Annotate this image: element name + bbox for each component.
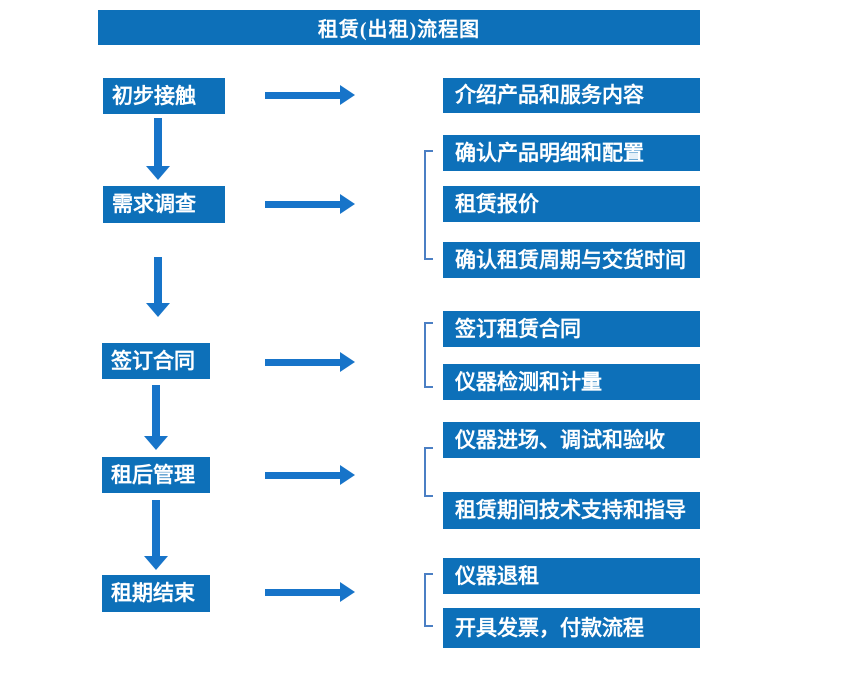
right-arrow-head <box>340 352 355 372</box>
left-bracket-icon <box>424 322 433 388</box>
left-bracket-icon <box>424 573 433 627</box>
output-box-sign-rental-contract: 签订租赁合同 <box>443 311 700 347</box>
stage-box-post-rental-management: 租后管理 <box>102 457 210 493</box>
down-arrow-head <box>146 166 170 180</box>
right-arrow-shaft <box>265 471 340 479</box>
stage-box-rental-period-end: 租期结束 <box>102 575 210 612</box>
down-arrow-shaft <box>152 385 160 436</box>
down-arrow-head <box>146 303 170 317</box>
right-arrow-shaft <box>265 200 340 208</box>
output-box-confirm-rental-period-delivery: 确认租赁周期与交货时间 <box>443 242 700 278</box>
down-arrow-shaft <box>152 500 160 556</box>
stage-box-demand-survey: 需求调查 <box>103 186 225 223</box>
down-arrow-head <box>144 436 168 450</box>
right-arrow-icon <box>265 465 355 485</box>
output-box-instrument-delivery-debug-acceptance: 仪器进场、调试和验收 <box>443 422 700 458</box>
right-arrow-head <box>340 194 355 214</box>
down-arrow-icon <box>146 257 170 317</box>
right-arrow-icon <box>265 582 355 602</box>
output-box-introduce-products-services: 介绍产品和服务内容 <box>443 78 700 113</box>
right-arrow-head <box>340 582 355 602</box>
left-bracket-icon <box>424 150 433 260</box>
title-banner: 租赁(出租)流程图 <box>98 10 700 45</box>
right-arrow-icon <box>265 85 355 105</box>
right-arrow-shaft <box>265 588 340 596</box>
down-arrow-shaft <box>154 257 162 303</box>
output-box-invoice-payment-process: 开具发票，付款流程 <box>443 608 700 648</box>
right-arrow-icon <box>265 194 355 214</box>
right-arrow-shaft <box>265 91 340 99</box>
down-arrow-icon <box>144 385 168 450</box>
output-box-rental-period-tech-support: 租赁期间技术支持和指导 <box>443 492 700 529</box>
left-bracket-icon <box>424 447 433 497</box>
output-box-instrument-return: 仪器退租 <box>443 558 700 594</box>
right-arrow-head <box>340 465 355 485</box>
output-box-confirm-product-details-config: 确认产品明细和配置 <box>443 135 700 171</box>
down-arrow-icon <box>144 500 168 570</box>
stage-box-contract-signing: 签订合同 <box>102 343 210 379</box>
right-arrow-shaft <box>265 358 340 366</box>
down-arrow-icon <box>146 118 170 180</box>
down-arrow-shaft <box>154 118 162 166</box>
page-title: 租赁(出租)流程图 <box>317 19 481 41</box>
stage-box-initial-contact: 初步接触 <box>103 78 225 114</box>
output-box-instrument-testing-calibration: 仪器检测和计量 <box>443 364 700 400</box>
right-arrow-icon <box>265 352 355 372</box>
output-box-rental-quotation: 租赁报价 <box>443 186 700 222</box>
right-arrow-head <box>340 85 355 105</box>
down-arrow-head <box>144 556 168 570</box>
